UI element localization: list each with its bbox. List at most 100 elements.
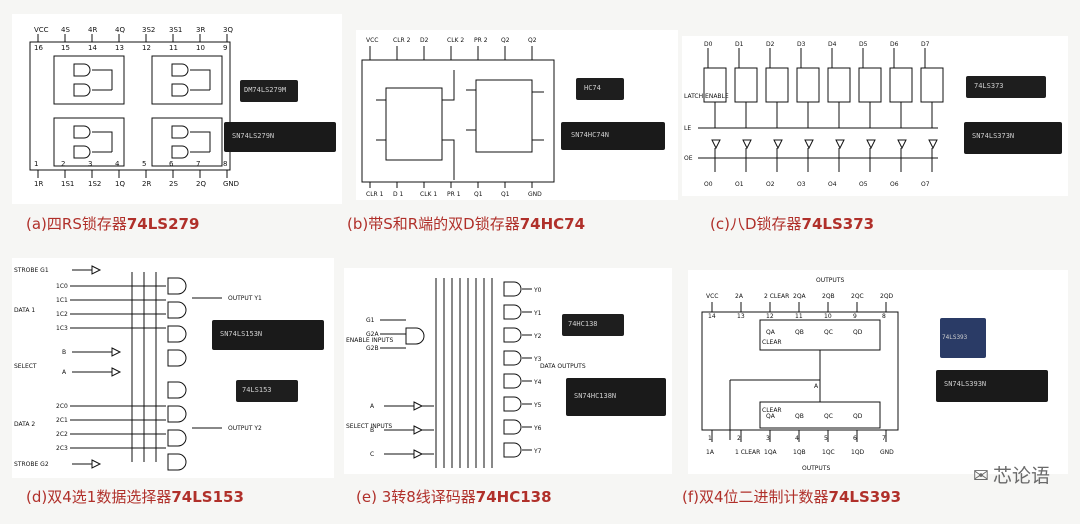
pin-number-top: 14 [88,44,97,52]
chip-photo-74hc74-large: SN74HC74N [561,122,665,150]
output-label: O2 [766,181,775,188]
pin-label-bottom: 1QA [764,449,778,456]
pin-label-bottom: 1QB [793,449,806,456]
pin-number-top: 13 [115,44,124,52]
pin-label-top: 3S1 [169,26,182,34]
d-input-label: D7 [921,41,930,48]
caption-part-number: 74LS153 [171,488,244,506]
d-input-label: D4 [828,41,837,48]
caption-c: (c)八D锁存器74LS373 [710,213,874,234]
pin-number-top: 8 [882,313,886,320]
pin-label-top: 3R [196,26,205,34]
chip-marking: SN74LS393N [944,380,987,388]
pin-label-top: CLK 2 [447,37,464,44]
pin-label-top: PR 2 [474,37,488,44]
latch-gate-4 [53,55,125,105]
output-label: O7 [921,181,930,188]
chip-marking: 74LS393 [942,334,968,341]
chip-marking: SN74HC138N [574,392,617,400]
wechat-icon: ✉ [973,465,989,487]
pin-label-bottom: 1A [706,449,715,456]
counter-output-label: QD [853,413,863,420]
pin-number-top: 12 [142,44,151,52]
panel-e-decoder: ENABLE INPUTS SELECT INPUTS DATA OUTPUTS… [344,268,672,474]
pin-label-bottom: 2R [142,180,151,188]
pin-number-bottom: 6 [169,160,174,168]
pin-label-top: CLR 2 [393,37,411,44]
d-input-label: D6 [890,41,899,48]
pin-label-top: 3Q [223,26,233,34]
latch-enable-label: LATCH ENABLE [684,93,729,100]
pin-label-top: 4R [88,26,97,34]
pin-number-top: 11 [169,44,178,52]
pin-number-top: 16 [34,44,43,52]
pin-number-bottom: 1 [708,435,712,442]
chip-marking: SN74LS153N [220,330,263,338]
select-input-label: A [370,403,375,410]
pin-number-bottom: 3 [88,160,92,168]
schematic-74ls373: LATCH ENABLE LE OE D0O0D1O1D2O2D3O3D4O4D… [684,41,944,188]
latch-cell [889,67,913,103]
panel-d-mux: STROBE G1 DATA 1 SELECT DATA 2 STROBE G2… [12,258,334,478]
latch-cell [858,67,882,103]
pin-label-top: 2A [735,293,744,300]
pin-label-bottom: 1QD [851,449,865,456]
caption-text: (a)四RS锁存器 [26,215,127,233]
pin-number-top: 12 [766,313,774,320]
d-input-label: D5 [859,41,868,48]
d-input-label: D0 [704,41,713,48]
pin-label-bottom: D 1 [393,191,404,198]
latch-cell [827,67,851,103]
latch-gate-1 [53,117,125,167]
pin-number-bottom: 3 [766,435,770,442]
flipflop-1 [385,87,443,161]
chip-photo-74ls393-small: 74LS393 [940,318,986,358]
latch-cell [765,67,789,103]
chip-marking: 74LS373 [974,82,1004,90]
output-label: O1 [735,181,744,188]
pin-number-top: 9 [853,313,857,320]
latch-cell [734,67,758,103]
counter-output-label: QB [795,329,804,336]
pin-number-bottom: 5 [824,435,828,442]
latch-cell [796,67,820,103]
enable-input-label: G2B [366,345,379,352]
counter-output-label: QC [824,413,833,420]
flipflop-2 [475,79,533,153]
pin-label-bottom: GND [528,191,542,198]
pin-label-bottom: Q1 [501,191,510,198]
latch-cell [920,67,944,103]
caption-d: (d)双4选1数据选择器74LS153 [26,486,244,507]
pin-label-top: Q2 [528,37,537,44]
pin-label-bottom: Q1 [474,191,483,198]
chip-marking: SN74LS373N [972,132,1015,140]
pin-label-bottom: PR 1 [447,191,461,198]
caption-part-number: 74HC138 [475,488,552,506]
input-label: 1C1 [56,297,68,304]
pin-label-bottom: 1Q [115,180,125,188]
output-label: Y3 [533,356,542,363]
chip-marking: HC74 [584,84,601,92]
pin-label-top: VCC [34,26,49,34]
caption-a: (a)四RS锁存器74LS279 [26,213,199,234]
pin-label-bottom: 2S [169,180,178,188]
pin-label-top: 2QB [822,293,835,300]
data2-label: DATA 2 [14,421,35,428]
caption-part-number: 74LS279 [126,215,200,233]
strobe-g2-label: STROBE G2 [14,461,49,468]
schematic-74ls153: STROBE G1 DATA 1 SELECT DATA 2 STROBE G2… [14,265,262,471]
pin-number-bottom: 8 [223,160,227,168]
caption-part-number: 74LS373 [801,215,875,233]
pin-number-bottom: 2 [61,160,65,168]
le-label: LE [684,125,691,132]
pin-number-top: 11 [795,313,803,320]
chip-photo-74ls153-large: SN74LS153N [212,320,324,350]
counter-output-label: QA [766,413,776,420]
pin-label-top: 3S2 [142,26,155,34]
oe-label: OE [684,155,693,162]
pin-number-top: 10 [824,313,832,320]
input-label: 2C0 [56,403,68,410]
